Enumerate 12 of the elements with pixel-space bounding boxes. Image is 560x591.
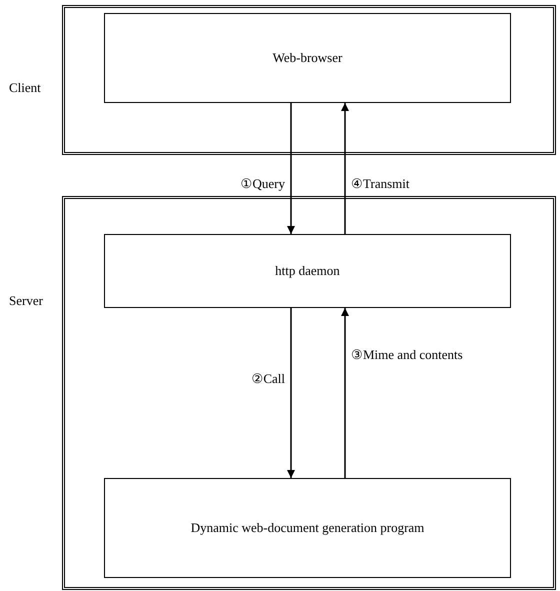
box-label: http daemon [275, 262, 340, 280]
box-label: Web-browser [272, 49, 342, 68]
arrow [287, 308, 295, 478]
process-box [104, 234, 511, 308]
arrow [341, 308, 349, 478]
group-heading: Server [9, 292, 43, 310]
arrow [341, 103, 349, 234]
arrow [287, 103, 295, 234]
box-label: Dynamic web-document generation program [190, 519, 424, 538]
process-box [104, 478, 511, 578]
process-box [104, 13, 511, 103]
group-heading: Client [9, 79, 41, 97]
